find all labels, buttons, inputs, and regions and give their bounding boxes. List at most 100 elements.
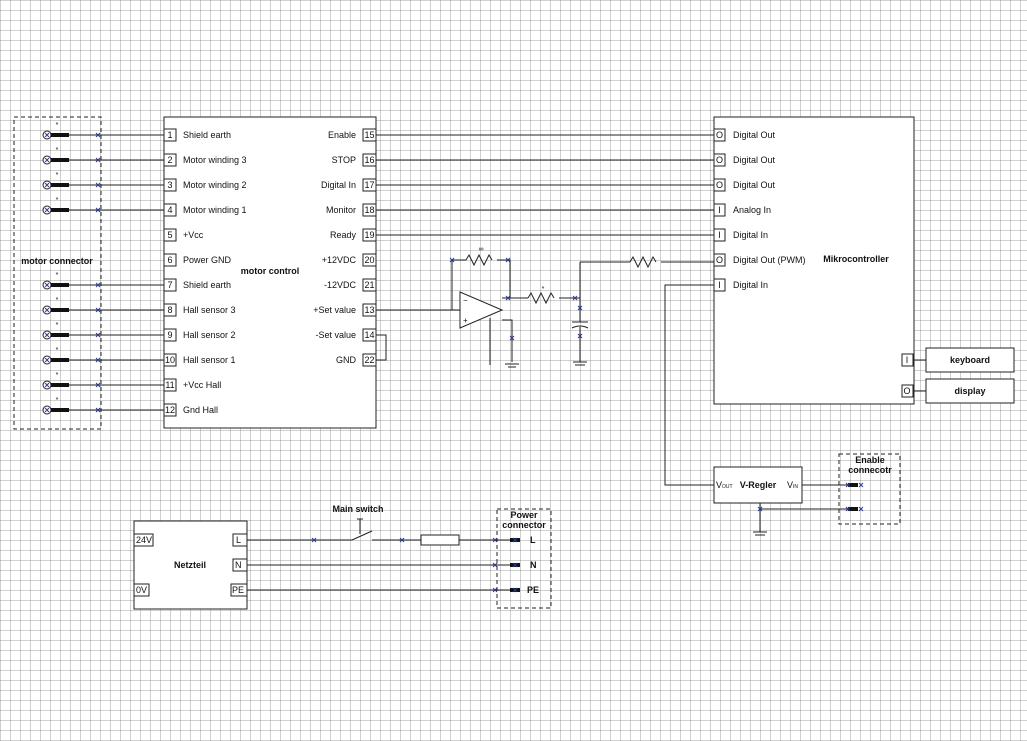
mc-left-pin-number: 11 bbox=[165, 380, 174, 390]
mikrocontroller-title: Mikrocontroller bbox=[823, 254, 889, 264]
mc-right-pin-number: 21 bbox=[364, 280, 374, 290]
mcu-pin bbox=[713, 253, 726, 267]
mc-right-pin-number: 17 bbox=[364, 180, 374, 190]
mc-right-pin-number: 18 bbox=[364, 205, 374, 215]
enable-pin-1 bbox=[848, 483, 858, 487]
v-regler-out: VOUT bbox=[716, 480, 733, 490]
mc-left-pin-label: Hall sensor 3 bbox=[183, 305, 236, 315]
motor-connector-outline bbox=[13, 116, 102, 430]
mikrocontroller-box bbox=[713, 116, 915, 405]
mc-right-pin-label: Enable bbox=[328, 130, 356, 140]
main-switch-label: Main switch bbox=[332, 504, 383, 514]
mc-right-pin-number: 20 bbox=[364, 255, 374, 265]
netzteil-n-label: N bbox=[235, 560, 242, 570]
mc-left-pin-4 bbox=[163, 203, 177, 217]
mc-left-pin-number: 6 bbox=[167, 255, 172, 265]
mc-right-pin-number: 22 bbox=[364, 355, 374, 365]
keyboard-pin bbox=[901, 353, 914, 367]
mcu-pin-dir: O bbox=[716, 180, 723, 190]
power-connector-pin-n: N bbox=[530, 560, 537, 570]
mc-left-pin-label: Shield earth bbox=[183, 280, 231, 290]
mc-left-pin-12 bbox=[163, 403, 177, 417]
motor-connector-title: motor connector bbox=[21, 256, 93, 266]
svg-text:*: * bbox=[56, 372, 59, 379]
mc-left-pin-number: 2 bbox=[167, 155, 172, 165]
mc-right-pin-label: -Set value bbox=[315, 330, 356, 340]
netzteil-title: Netzteil bbox=[174, 560, 206, 570]
filter-capacitor bbox=[571, 325, 589, 329]
svg-text:*: * bbox=[56, 147, 59, 154]
mc-left-pin-label: Gnd Hall bbox=[183, 405, 218, 415]
svg-text:−: − bbox=[463, 296, 468, 305]
opamp-circuit: − + ∞ * bbox=[376, 246, 714, 368]
mc-left-pin-label: Hall sensor 1 bbox=[183, 355, 236, 365]
svg-text:*: * bbox=[542, 286, 545, 293]
mc-right-pin-number: 14 bbox=[364, 330, 374, 340]
svg-text:*: * bbox=[56, 297, 59, 304]
mc-left-pin-number: 9 bbox=[167, 330, 172, 340]
mc-left-pin-number: 12 bbox=[165, 405, 175, 415]
mc-left-pin-10 bbox=[163, 353, 177, 367]
keyboard-pin-dir: I bbox=[906, 355, 909, 365]
power-connector-line2: connector bbox=[502, 520, 546, 530]
mcu-pin-label: Analog In bbox=[733, 205, 771, 215]
pin14-22-bridge bbox=[376, 334, 387, 361]
mcu-pin-label: Digital Out bbox=[733, 180, 776, 190]
mc-left-pin-label: +Vcc bbox=[183, 230, 204, 240]
mc-right-pin-number: 13 bbox=[364, 305, 374, 315]
mc-right-pin-21 bbox=[362, 278, 377, 292]
mc-right-pin-number: 16 bbox=[364, 155, 374, 165]
mc-left-pin-label: Shield earth bbox=[183, 130, 231, 140]
enable-connector-line2: connecotr bbox=[848, 465, 892, 475]
main-switch-contact bbox=[351, 530, 373, 541]
mc-right-pin-20 bbox=[362, 253, 377, 267]
mc-right-pin-label: STOP bbox=[332, 155, 356, 165]
v-regler-in: VIN bbox=[787, 480, 798, 490]
mc-left-pin-11 bbox=[163, 378, 177, 392]
keyboard-box bbox=[925, 347, 1015, 373]
svg-text:*: * bbox=[56, 172, 59, 179]
enable-connector-line1: Enable bbox=[855, 455, 885, 465]
netzteil-pe-label: PE bbox=[232, 585, 244, 595]
svg-text:*: * bbox=[56, 197, 59, 204]
svg-text:*: * bbox=[56, 347, 59, 354]
mc-left-pin-5 bbox=[163, 228, 177, 242]
mc-left-pin-label: Motor winding 2 bbox=[183, 180, 247, 190]
motor-connector-terminals: ********** bbox=[42, 122, 164, 415]
mc-left-pin-label: Motor winding 3 bbox=[183, 155, 247, 165]
netzteil-l-label: L bbox=[236, 535, 241, 545]
mcu-pin-dir: I bbox=[718, 205, 721, 215]
mc-left-pin-number: 7 bbox=[167, 280, 172, 290]
mcu-pin-label: Digital In bbox=[733, 280, 768, 290]
mcu-pin-label: Digital Out bbox=[733, 130, 776, 140]
netzteil-24v-label: 24V bbox=[136, 535, 152, 545]
mc-left-pin-3 bbox=[163, 178, 177, 192]
netzteil-box bbox=[133, 520, 248, 610]
mc-right-pin-label: GND bbox=[336, 355, 357, 365]
feedback-resistor bbox=[465, 253, 493, 267]
mc-right-pin-label: +Set value bbox=[313, 305, 356, 315]
power-connector-pin-pe: PE bbox=[527, 585, 539, 595]
mcu-pin-label: Digital Out (PWM) bbox=[733, 255, 806, 265]
main-switch-actuator bbox=[357, 518, 363, 534]
vregler-to-digital-in bbox=[664, 284, 714, 486]
power-connector-line1: Power bbox=[510, 510, 538, 520]
mc-left-pin-label: +Vcc Hall bbox=[183, 380, 221, 390]
mcu-pin-label: Digital In bbox=[733, 230, 768, 240]
svg-text:+: + bbox=[463, 316, 468, 325]
mc-left-pin-9 bbox=[163, 328, 177, 342]
mc-left-pin-number: 3 bbox=[167, 180, 172, 190]
svg-text:*: * bbox=[56, 272, 59, 279]
mc-left-pin-1 bbox=[163, 128, 177, 142]
netzteil-0v-label: 0V bbox=[136, 585, 147, 595]
svg-text:*: * bbox=[56, 322, 59, 329]
display-pin bbox=[901, 384, 914, 398]
power-connector-pin-l: L bbox=[530, 535, 536, 545]
junction-markers bbox=[95, 132, 864, 593]
svg-text:∞: ∞ bbox=[479, 246, 484, 253]
mcu-pin-dir: O bbox=[716, 155, 723, 165]
motor-control-title: motor control bbox=[241, 266, 300, 276]
